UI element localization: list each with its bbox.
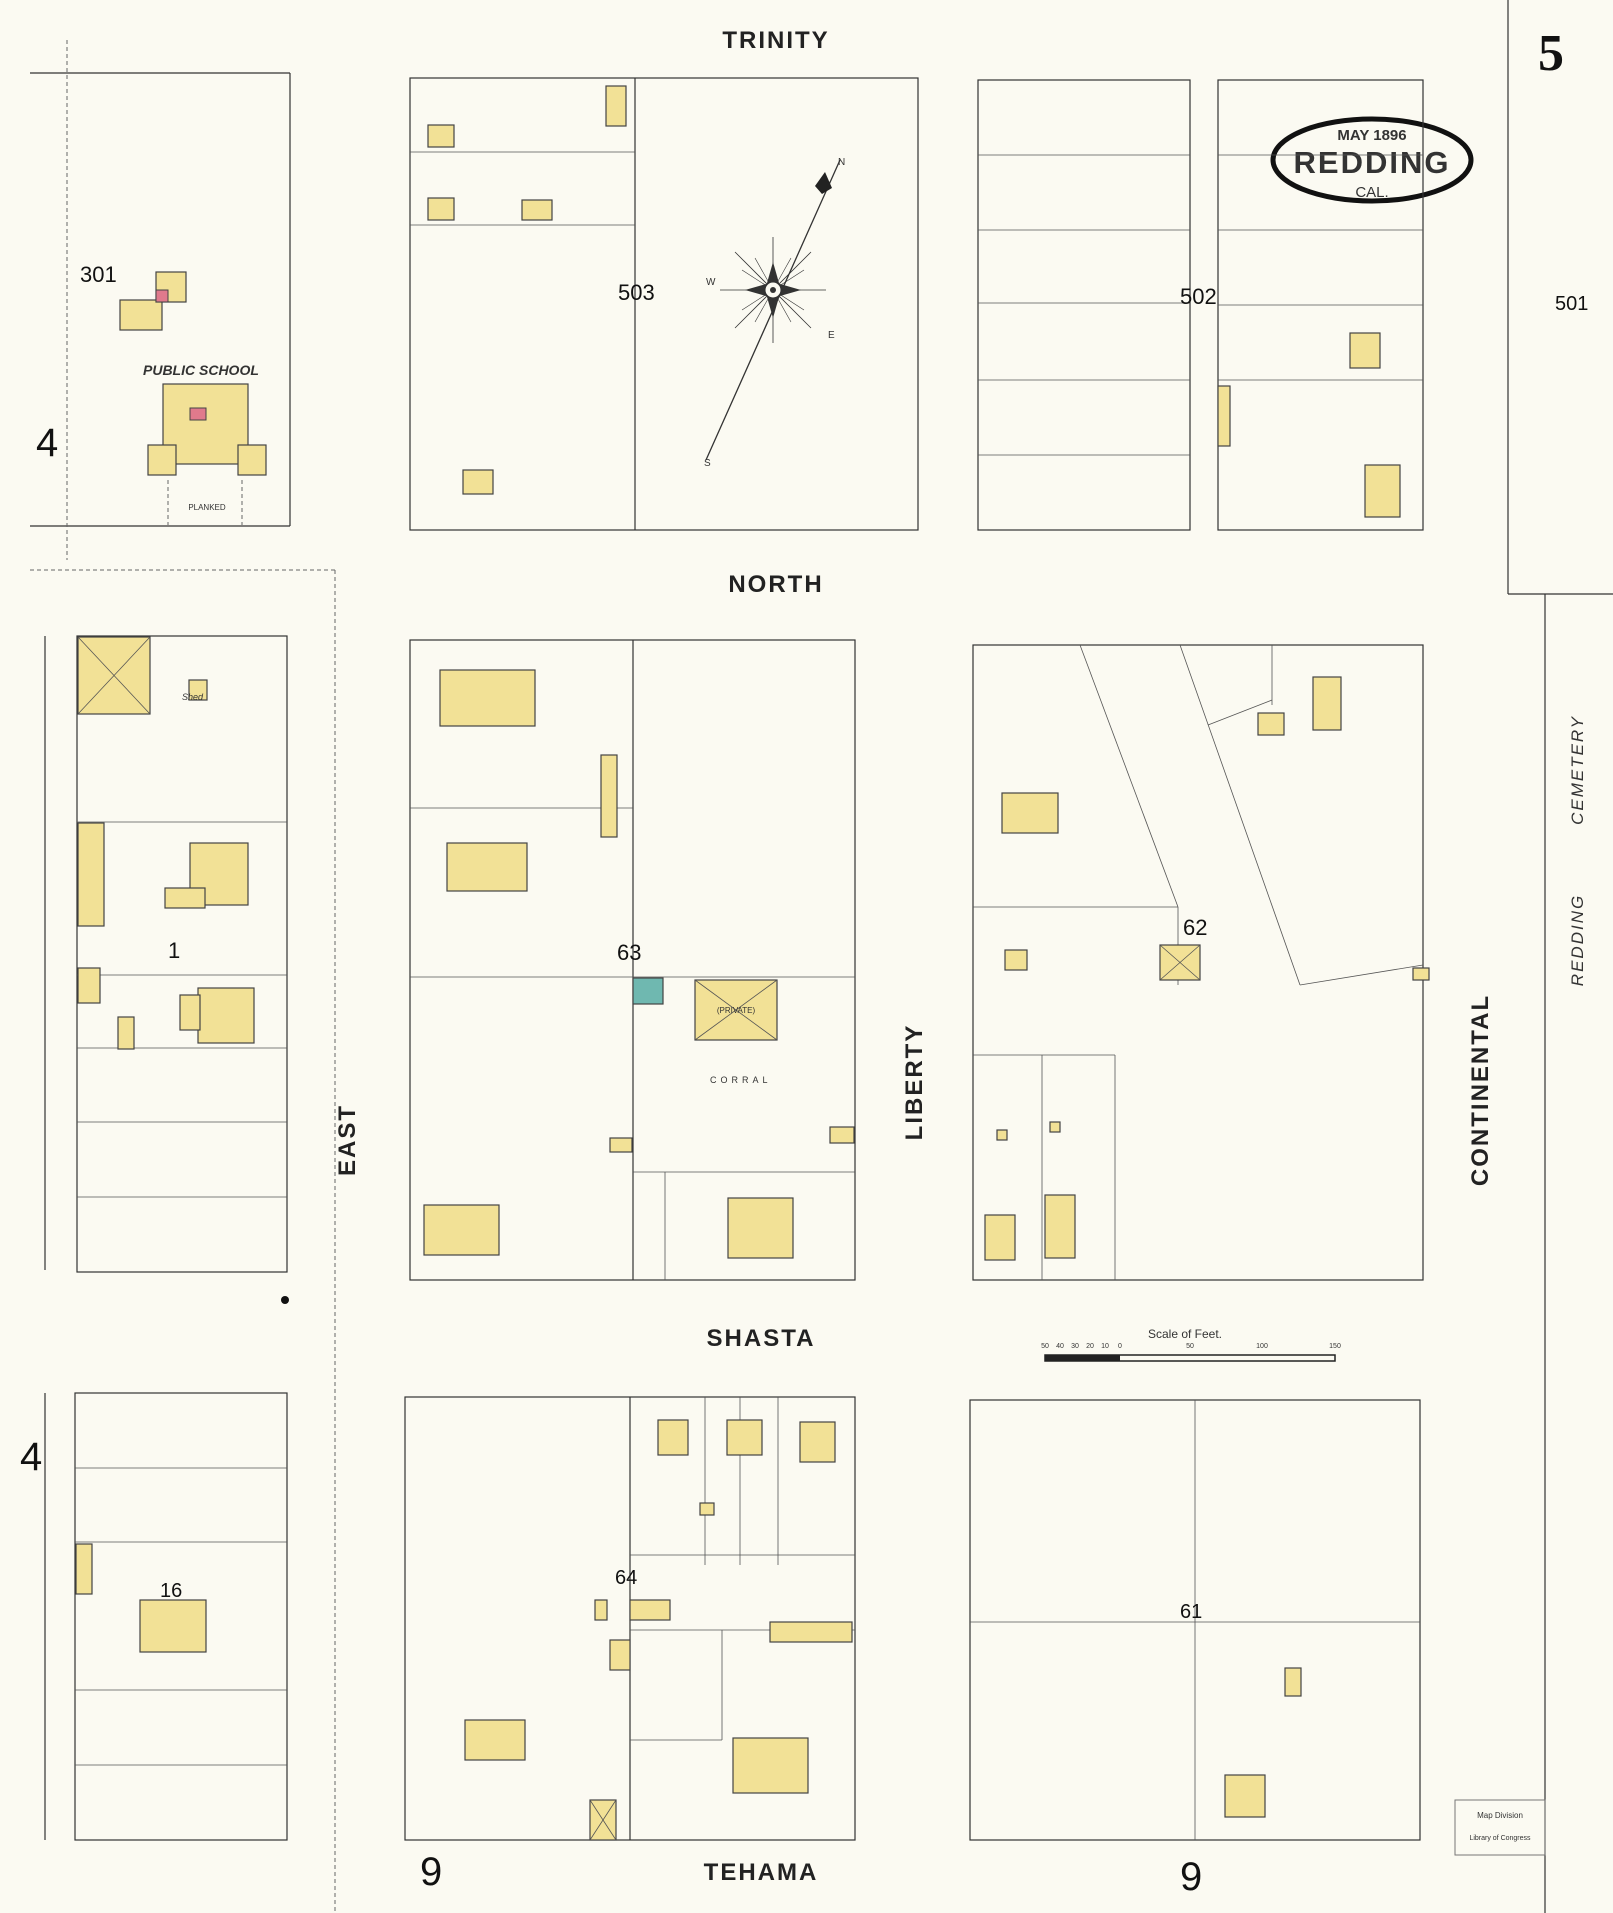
library-stamp: Map Division Library of Congress — [1454, 1799, 1546, 1856]
cemetery-label-1: REDDING — [1568, 894, 1587, 986]
block-64: 64 — [404, 1396, 856, 1841]
block-63-number: 63 — [617, 940, 641, 965]
street-east: EAST — [334, 1104, 361, 1176]
block-62-number: 62 — [1183, 915, 1207, 940]
stamp-line-2: Library of Congress — [1469, 1835, 1531, 1842]
scale-tick-1: 40 — [1056, 1343, 1064, 1350]
block-301: 301 PUBLIC SCHOOL PLANKED — [30, 40, 336, 1913]
title-city: REDDING — [1294, 145, 1451, 180]
compass-s: S — [704, 458, 711, 469]
street-tehama: TEHAMA — [704, 1859, 819, 1886]
block-1: 1 Shed — [44, 635, 288, 1273]
scale-tick-7: 100 — [1256, 1343, 1268, 1350]
survey-marker — [281, 1296, 289, 1304]
block-62: 62 — [972, 644, 1430, 1281]
shed-label: Shed — [182, 692, 204, 702]
block-63: 63 CORRAL (PRIVATE) — [409, 639, 856, 1281]
private-label: (PRIVATE) — [717, 1006, 756, 1015]
sheet-ref-9-left: 9 — [420, 1850, 442, 1894]
block-64-number: 64 — [615, 1567, 637, 1589]
block-503-number: 503 — [618, 280, 655, 305]
title-state: CAL. — [1355, 184, 1388, 201]
block-1-number: 1 — [168, 938, 180, 963]
block-16: 16 — [44, 1392, 288, 1841]
compass-e: E — [828, 330, 835, 341]
stamp-line-1: Map Division — [1477, 1811, 1523, 1820]
street-continental: CONTINENTAL — [1467, 994, 1494, 1186]
street-shasta: SHASTA — [707, 1325, 816, 1352]
scale-tick-4: 10 — [1101, 1343, 1109, 1350]
block-61: 61 — [969, 1399, 1421, 1841]
street-north: NORTH — [728, 571, 823, 598]
compass-rose: N E S W — [704, 157, 845, 469]
cemetery-label-2: CEMETERY — [1568, 715, 1587, 825]
block-301-number: 301 — [80, 262, 117, 287]
compass-n: N — [838, 157, 845, 168]
block-502: 502 — [977, 79, 1424, 531]
scale-tick-0: 50 — [1041, 1343, 1049, 1350]
compass-w: W — [706, 277, 716, 288]
scale-tick-8: 150 — [1329, 1343, 1341, 1350]
scale-tick-2: 30 — [1071, 1343, 1079, 1350]
street-liberty: LIBERTY — [901, 1024, 928, 1141]
cemetery-boundary — [1507, 0, 1613, 1913]
scale-tick-3: 20 — [1086, 1343, 1094, 1350]
block-61-number: 61 — [1180, 1601, 1202, 1623]
page-number: 5 — [1538, 25, 1564, 82]
block-16-number: 16 — [160, 1580, 182, 1602]
corral-label: CORRAL — [710, 1075, 772, 1085]
planked-label: PLANKED — [188, 503, 226, 512]
sheet-ref-4-bottom: 4 — [20, 1435, 42, 1479]
scale-tick-5: 0 — [1118, 1343, 1122, 1350]
sheet-ref-4-top: 4 — [36, 421, 58, 465]
title-date: MAY 1896 — [1337, 127, 1406, 144]
scale-title: Scale of Feet. — [1148, 1327, 1222, 1341]
block-502-number: 502 — [1180, 284, 1217, 309]
sheet-ref-9-right: 9 — [1180, 1855, 1202, 1899]
street-trinity: TRINITY — [722, 27, 829, 54]
block-503: 503 — [409, 77, 919, 531]
public-school-label: PUBLIC SCHOOL — [143, 362, 259, 378]
scale-tick-6: 50 — [1186, 1343, 1194, 1350]
block-501-number: 501 — [1555, 293, 1588, 315]
scale-bar: Scale of Feet. 50 40 30 20 10 0 50 100 1… — [1041, 1327, 1341, 1362]
title-cartouche: MAY 1896 REDDING CAL. — [1270, 116, 1474, 204]
